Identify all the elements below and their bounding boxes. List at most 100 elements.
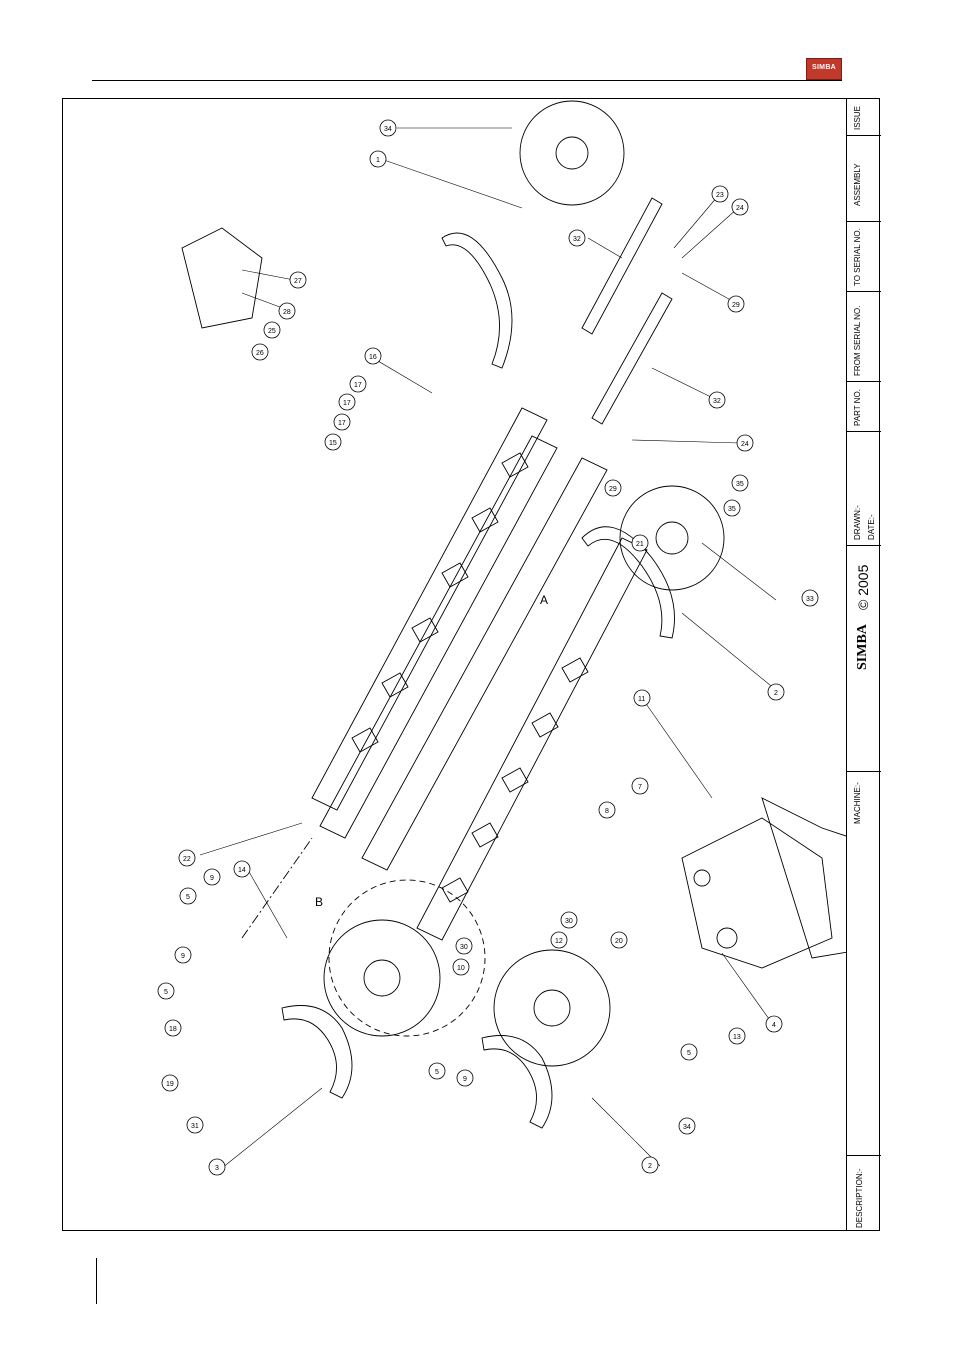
svg-text:4: 4 [772,1022,776,1029]
svg-text:27: 27 [294,278,302,285]
svg-text:12: 12 [555,938,563,945]
section-label-b: B [315,895,323,909]
svg-text:20: 20 [615,938,623,945]
brand-cell: © 2005 SIMBA [847,546,881,772]
main-beam-lower [320,436,557,838]
svg-text:29: 29 [732,302,740,309]
drawn-label: DRAWN:- [853,505,862,540]
callout: 28 [279,303,295,319]
svg-text:24: 24 [741,441,749,448]
svg-text:21: 21 [636,541,644,548]
svg-text:31: 31 [191,1123,199,1130]
callout: 32 [709,392,725,408]
svg-text:34: 34 [683,1124,691,1131]
callout: 30 [561,912,577,928]
svg-text:18: 18 [169,1026,177,1033]
callout: 8 [599,802,615,818]
callout: 5 [180,888,196,904]
callout: 33 [802,590,818,606]
svg-text:9: 9 [210,875,214,882]
mounting-plate [682,818,832,968]
svg-text:30: 30 [565,918,573,925]
margin-tick [96,1258,97,1304]
callout: 10 [453,959,469,975]
description-label: DESCRIPTION:- [855,1168,864,1228]
callout: 17 [334,414,350,430]
main-beam-upper [312,408,547,810]
svg-text:34: 34 [384,126,392,133]
callout: 20 [611,932,627,948]
callout: 34 [679,1118,695,1134]
svg-text:33: 33 [806,596,814,603]
callout: 7 [632,778,648,794]
callout: 5 [158,983,174,999]
from-serial-label: FROM SERIAL NO. [853,306,862,376]
svg-text:23: 23 [716,192,724,199]
callout: 14 [234,861,250,877]
callout: 24 [732,199,748,215]
svg-text:5: 5 [186,894,190,901]
frame-linework [182,101,846,1128]
callout: 26 [252,344,268,360]
callout: 11 [634,690,650,706]
callout: 4 [766,1016,782,1032]
callout: 27 [290,272,306,288]
rear-beam [362,458,607,870]
brand-text: SIMBA [855,624,871,670]
description-cell: DESCRIPTION:- [847,1156,881,1231]
svg-text:13: 13 [733,1034,741,1041]
section-label-a: A [540,593,548,607]
callout: 5 [429,1063,445,1079]
svg-text:29: 29 [609,486,617,493]
svg-text:14: 14 [238,867,246,874]
part-no-label: PART NO. [853,389,862,426]
svg-text:24: 24 [736,205,744,212]
tine-mid [582,527,675,638]
svg-text:5: 5 [687,1050,691,1057]
callout: 24 [737,435,753,451]
svg-text:35: 35 [736,481,744,488]
disc-top [520,101,624,205]
disc-lower-left [324,920,440,1036]
callout: 35 [732,475,748,491]
callout: 17 [339,394,355,410]
leader-lines [200,128,776,1168]
machine-cell: MACHINE:- [847,772,881,1156]
svg-text:17: 17 [343,400,351,407]
simba-logo: SIMBA [806,58,842,80]
svg-text:35: 35 [728,506,736,513]
svg-text:2: 2 [648,1163,652,1170]
callout: 22 [179,850,195,866]
callout: 18 [165,1020,181,1036]
svg-text:25: 25 [268,328,276,335]
drawing-svg: 34 1 23 24 32 27 28 29 25 26 16 17 17 17… [62,98,846,1231]
svg-text:22: 22 [183,856,191,863]
callout: 2 [642,1157,658,1173]
to-serial-cell: TO SERIAL NO. [847,222,881,292]
exploded-drawing: 34 1 23 24 32 27 28 29 25 26 16 17 17 17… [62,98,846,1231]
bracket-detail [762,798,846,958]
svg-text:26: 26 [256,350,264,357]
svg-text:16: 16 [369,354,377,361]
tine-lower-right [482,1036,552,1129]
callout: 13 [729,1028,745,1044]
logo-text: SIMBA [807,64,841,71]
svg-text:7: 7 [638,784,642,791]
issue-label: ISSUE [853,106,862,130]
callout: 9 [175,947,191,963]
svg-text:17: 17 [338,420,346,427]
callout: 16 [365,348,381,364]
callout: 19 [162,1075,178,1091]
svg-text:28: 28 [283,309,291,316]
callout: 17 [350,376,366,392]
callout: 9 [457,1070,473,1086]
part-no-cell: PART NO. [847,382,881,432]
svg-text:3: 3 [215,1165,219,1172]
svg-text:15: 15 [329,440,337,447]
drawn-cell: DRAWN:- DATE:- [847,432,881,546]
callout: 5 [681,1044,697,1060]
callout: 25 [264,322,280,338]
svg-text:2: 2 [774,690,778,697]
svg-text:32: 32 [573,236,581,243]
tine-top [442,233,512,368]
